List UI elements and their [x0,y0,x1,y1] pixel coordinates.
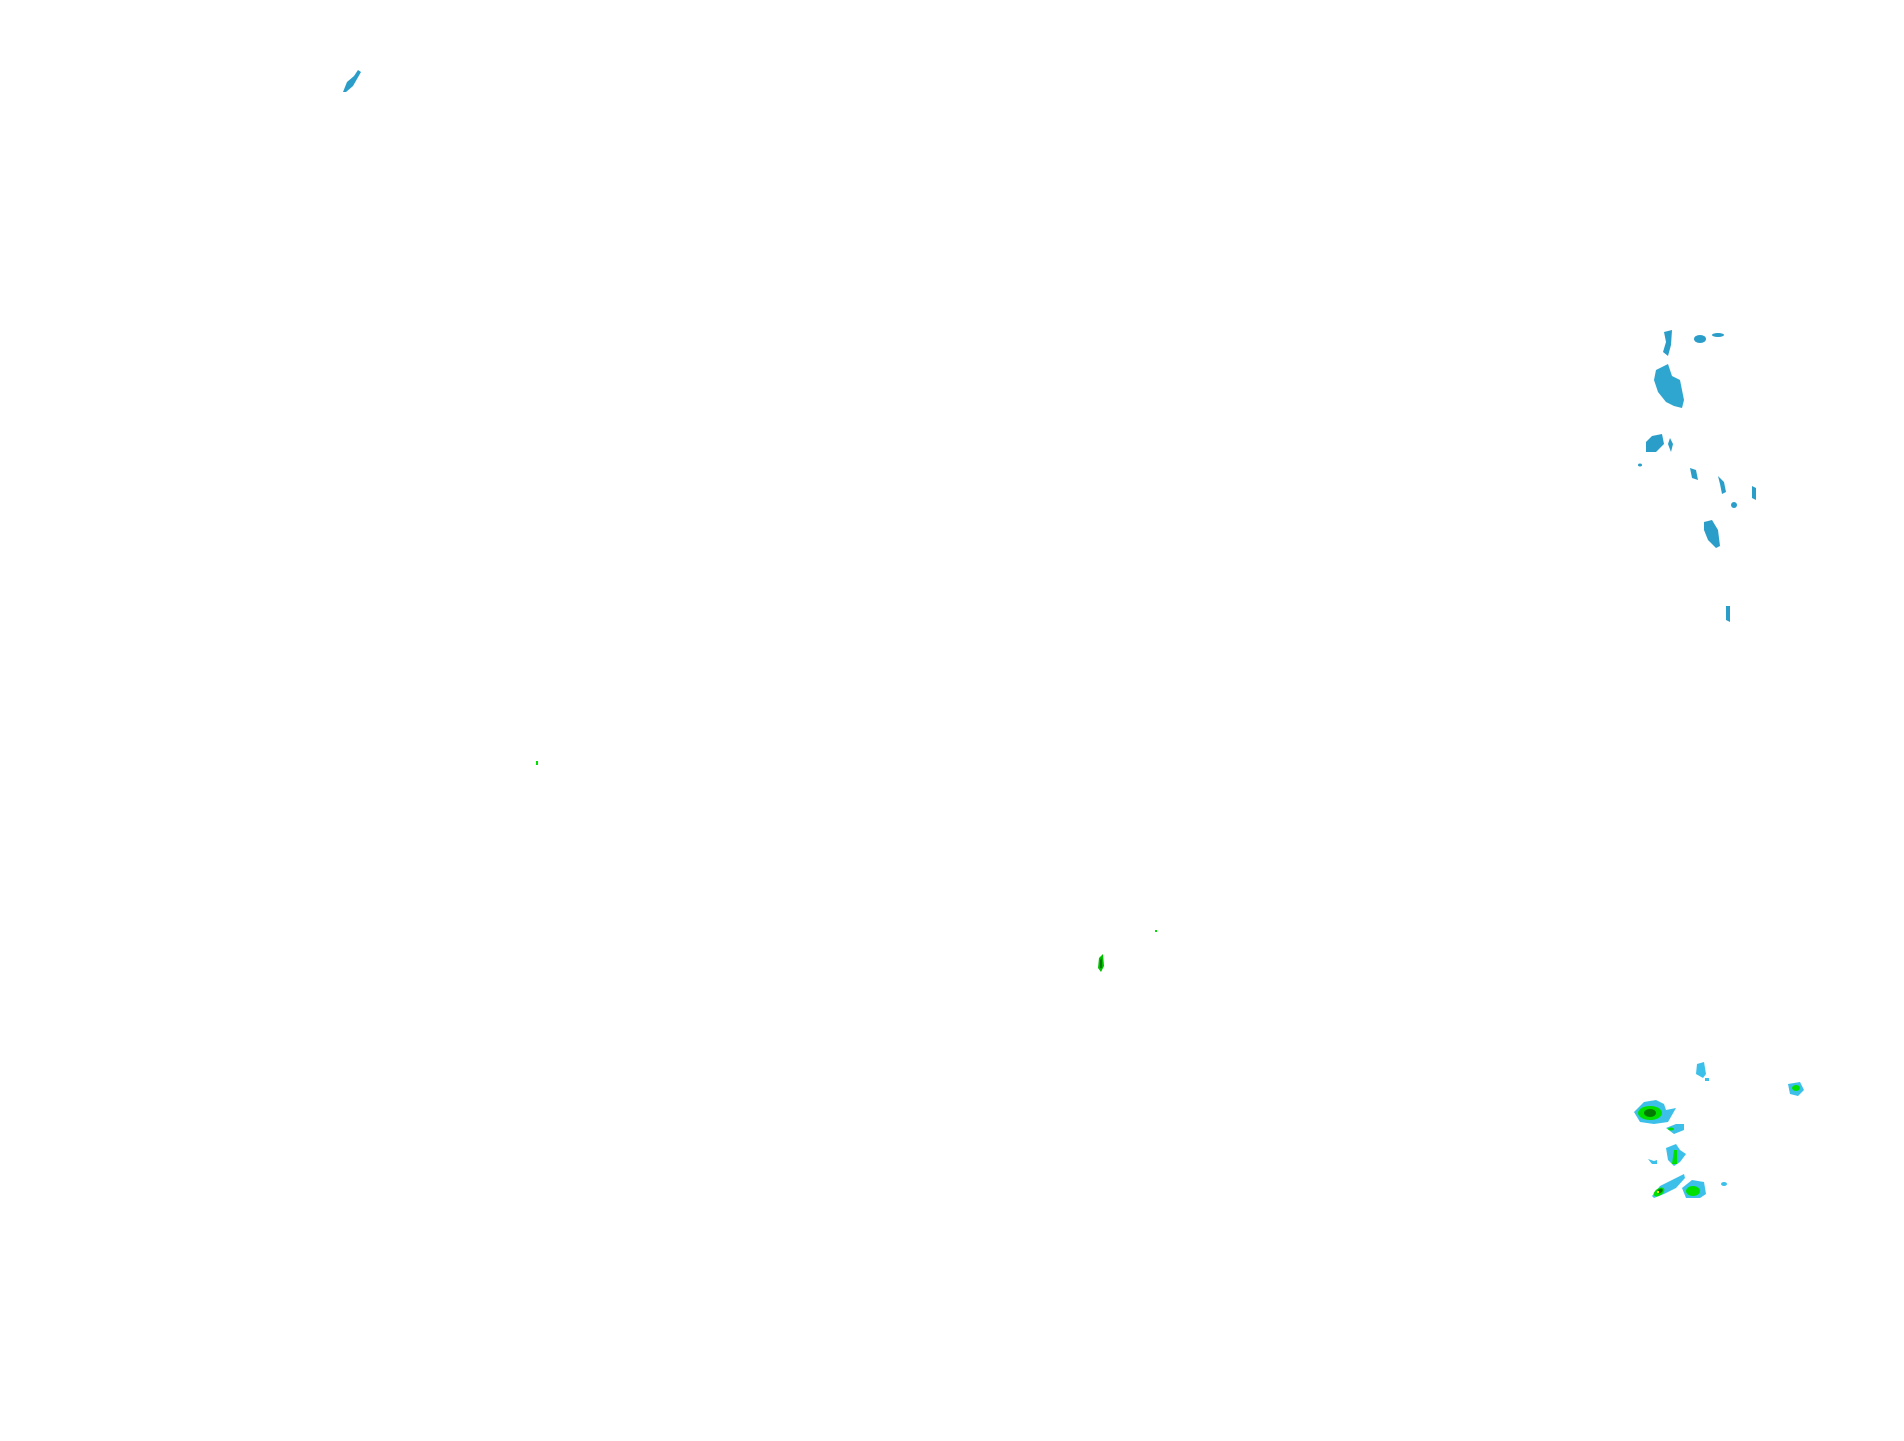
precip-cell-central [536,761,1157,972]
precip-cell-northwest [343,70,361,92]
precip-cluster-east [1638,330,1756,622]
precip-cluster-southeast [1634,1062,1804,1198]
